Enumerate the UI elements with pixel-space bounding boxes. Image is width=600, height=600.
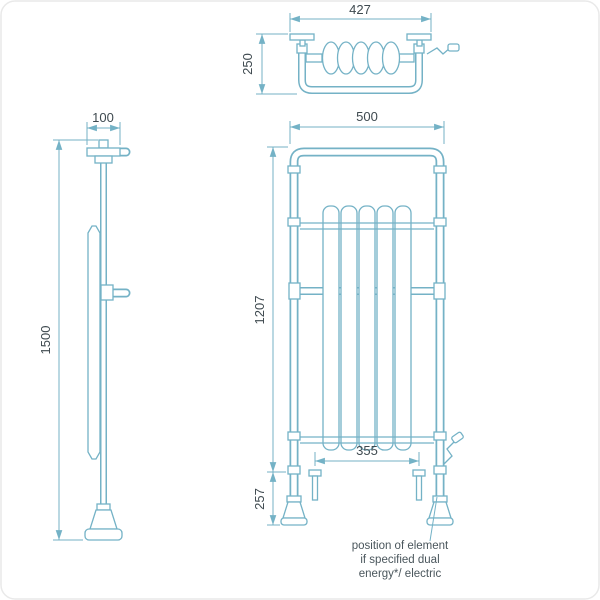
dim-label-lower-height: 257 bbox=[252, 488, 267, 510]
note-line-2: if specified dual bbox=[360, 554, 439, 566]
front-right-foot bbox=[426, 495, 454, 526]
dimension-front-width: 500 bbox=[289, 109, 445, 144]
plan-electric-cable bbox=[426, 43, 460, 55]
side-column-outline bbox=[87, 225, 101, 460]
side-finial bbox=[98, 139, 109, 149]
top-view bbox=[289, 33, 460, 94]
dim-label-overall-height: 1500 bbox=[38, 326, 53, 355]
plan-right-valve-cap bbox=[406, 33, 432, 41]
front-view bbox=[280, 147, 464, 526]
note-line-3: energy*/ electric bbox=[359, 568, 442, 580]
dimension-top-depth: 250 bbox=[240, 33, 297, 95]
front-electric-cable bbox=[443, 431, 464, 465]
dimension-upper-height: 1207 bbox=[252, 146, 288, 473]
dimension-side-width: 100 bbox=[86, 110, 121, 145]
dim-label-top-width: 427 bbox=[349, 2, 371, 17]
side-foot bbox=[84, 503, 123, 541]
note-line-1: position of element bbox=[352, 540, 449, 552]
plan-column-sections bbox=[321, 41, 401, 75]
plan-left-valve-cap bbox=[289, 33, 315, 41]
dim-label-upper-height: 1207 bbox=[252, 296, 267, 325]
front-column-sections bbox=[322, 205, 412, 451]
side-wall-bracket bbox=[86, 147, 121, 157]
dim-label-front-width: 500 bbox=[356, 109, 378, 124]
side-view bbox=[84, 139, 131, 541]
dimension-lower-height: 257 bbox=[252, 472, 280, 526]
dim-label-tapping-centres: 355 bbox=[356, 443, 378, 458]
front-left-foot bbox=[280, 495, 308, 526]
dimension-overall-height: 1500 bbox=[38, 139, 98, 541]
note-leader-line bbox=[429, 496, 438, 542]
dimension-top-width: 427 bbox=[289, 2, 432, 32]
element-note: position of element if specified dual en… bbox=[352, 496, 449, 580]
front-column-headers bbox=[300, 222, 434, 444]
front-bottom-tails bbox=[308, 469, 426, 501]
front-post-collars bbox=[287, 165, 447, 475]
dim-label-side-width: 100 bbox=[92, 110, 114, 125]
dimension-tapping-centres: 355 bbox=[314, 443, 420, 466]
dim-label-top-depth: 250 bbox=[240, 53, 255, 75]
